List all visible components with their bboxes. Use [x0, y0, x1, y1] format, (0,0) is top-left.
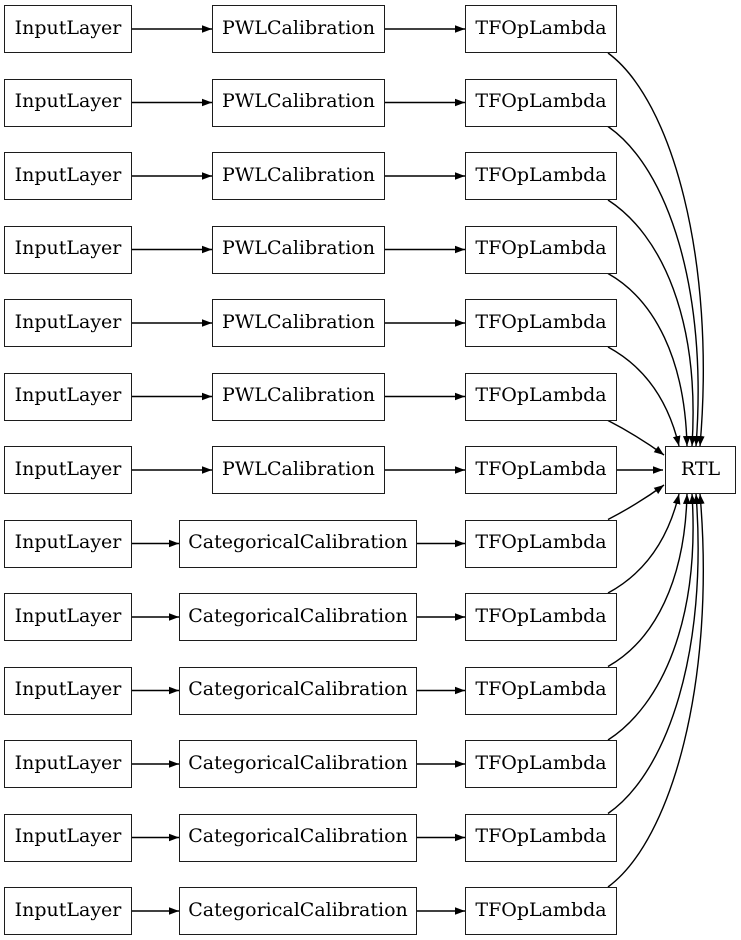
edge-lambda-rtl-row2: [607, 125, 701, 447]
node-pwlcalibration-row2: PWLCalibration: [212, 78, 385, 127]
node-label: TFOpLambda: [475, 457, 607, 480]
node-inputlayer-row11: InputLayer: [4, 740, 132, 788]
edge-lambda-rtl-row9: [607, 493, 681, 594]
node-label: InputLayer: [14, 825, 122, 847]
node-label: TFOpLambda: [475, 751, 607, 774]
node-pwlcalibration-row1: PWLCalibration: [212, 5, 385, 53]
node-label: PWLCalibration: [222, 237, 375, 259]
node-label: InputLayer: [14, 90, 122, 112]
node-label: InputLayer: [14, 604, 122, 627]
node-tfoplambda-row12: TFOpLambda: [465, 813, 617, 862]
node-inputlayer-row6: InputLayer: [4, 372, 132, 421]
node-tfoplambda-row11: TFOpLambda: [465, 740, 617, 788]
node-pwlcalibration-row6: PWLCalibration: [212, 372, 385, 421]
node-label: PWLCalibration: [222, 90, 375, 112]
node-inputlayer-row9: InputLayer: [4, 593, 132, 641]
node-inputlayer-row1: InputLayer: [4, 5, 132, 53]
node-label: InputLayer: [14, 531, 122, 553]
node-label: PWLCalibration: [222, 457, 375, 480]
node-label: InputLayer: [14, 237, 122, 259]
node-label: InputLayer: [14, 310, 122, 333]
edge-lambda-rtl-row10: [607, 493, 691, 668]
node-label: RTL: [680, 457, 721, 480]
node-inputlayer-row3: InputLayer: [4, 152, 132, 200]
node-label: TFOpLambda: [475, 678, 607, 700]
node-label: InputLayer: [14, 163, 122, 186]
edge-lambda-rtl-row4: [607, 272, 691, 447]
node-label: CategoricalCalibration: [188, 825, 408, 847]
edge-lambda-rtl-row5: [607, 346, 681, 447]
node-inputlayer-row7: InputLayer: [4, 446, 132, 494]
node-label: InputLayer: [14, 678, 122, 700]
node-label: CategoricalCalibration: [188, 751, 408, 774]
node-categoricalcalibration-row10: CategoricalCalibration: [179, 666, 417, 715]
edge-lambda-rtl-row1: [607, 52, 705, 447]
node-label: TFOpLambda: [475, 163, 607, 186]
node-label: CategoricalCalibration: [188, 604, 408, 627]
node-label: TFOpLambda: [475, 384, 607, 406]
node-tfoplambda-row2: TFOpLambda: [465, 78, 617, 127]
node-inputlayer-row5: InputLayer: [4, 299, 132, 347]
node-tfoplambda-row5: TFOpLambda: [465, 299, 617, 347]
node-pwlcalibration-row3: PWLCalibration: [212, 152, 385, 200]
node-categoricalcalibration-row13: CategoricalCalibration: [179, 887, 417, 935]
node-label: InputLayer: [14, 457, 122, 480]
node-categoricalcalibration-row8: CategoricalCalibration: [179, 519, 417, 568]
node-pwlcalibration-row7: PWLCalibration: [212, 446, 385, 494]
node-tfoplambda-row13: TFOpLambda: [465, 887, 617, 935]
node-label: PWLCalibration: [222, 16, 375, 39]
node-label: CategoricalCalibration: [188, 898, 408, 921]
node-categoricalcalibration-row12: CategoricalCalibration: [179, 813, 417, 862]
node-categoricalcalibration-row11: CategoricalCalibration: [179, 740, 417, 788]
node-inputlayer-row2: InputLayer: [4, 78, 132, 127]
node-tfoplambda-row1: TFOpLambda: [465, 5, 617, 53]
node-tfoplambda-row8: TFOpLambda: [465, 519, 617, 568]
node-label: PWLCalibration: [222, 163, 375, 186]
node-label: TFOpLambda: [475, 16, 607, 39]
node-inputlayer-row13: InputLayer: [4, 887, 132, 935]
node-label: TFOpLambda: [475, 237, 607, 259]
node-rtl: RTL: [665, 446, 736, 494]
node-tfoplambda-row10: TFOpLambda: [465, 666, 617, 715]
edge-group: [132, 25, 705, 915]
node-inputlayer-row12: InputLayer: [4, 813, 132, 862]
edge-lambda-rtl-row3: [607, 199, 697, 447]
node-inputlayer-row8: InputLayer: [4, 519, 132, 568]
node-label: TFOpLambda: [475, 825, 607, 847]
node-label: InputLayer: [14, 898, 122, 921]
node-label: InputLayer: [14, 16, 122, 39]
node-tfoplambda-row7: TFOpLambda: [465, 446, 617, 494]
node-label: PWLCalibration: [222, 384, 375, 406]
node-label: TFOpLambda: [475, 310, 607, 333]
node-label: CategoricalCalibration: [188, 531, 408, 553]
node-label: InputLayer: [14, 751, 122, 774]
node-label: TFOpLambda: [475, 90, 607, 112]
node-label: CategoricalCalibration: [188, 678, 408, 700]
node-label: InputLayer: [14, 384, 122, 406]
node-tfoplambda-row9: TFOpLambda: [465, 593, 617, 641]
node-label: TFOpLambda: [475, 898, 607, 921]
edge-lambda-rtl-row11: [607, 493, 697, 741]
edge-lambda-rtl-row13: [607, 493, 705, 888]
node-inputlayer-row4: InputLayer: [4, 225, 132, 274]
node-pwlcalibration-row4: PWLCalibration: [212, 225, 385, 274]
node-label: TFOpLambda: [475, 604, 607, 627]
node-categoricalcalibration-row9: CategoricalCalibration: [179, 593, 417, 641]
node-tfoplambda-row4: TFOpLambda: [465, 225, 617, 274]
node-inputlayer-row10: InputLayer: [4, 666, 132, 715]
node-pwlcalibration-row5: PWLCalibration: [212, 299, 385, 347]
node-label: TFOpLambda: [475, 531, 607, 553]
node-tfoplambda-row6: TFOpLambda: [465, 372, 617, 421]
node-tfoplambda-row3: TFOpLambda: [465, 152, 617, 200]
edge-lambda-rtl-row6: [607, 419, 665, 456]
node-label: PWLCalibration: [222, 310, 375, 333]
edge-lambda-rtl-row8: [607, 484, 665, 521]
edge-lambda-rtl-row12: [607, 493, 701, 815]
